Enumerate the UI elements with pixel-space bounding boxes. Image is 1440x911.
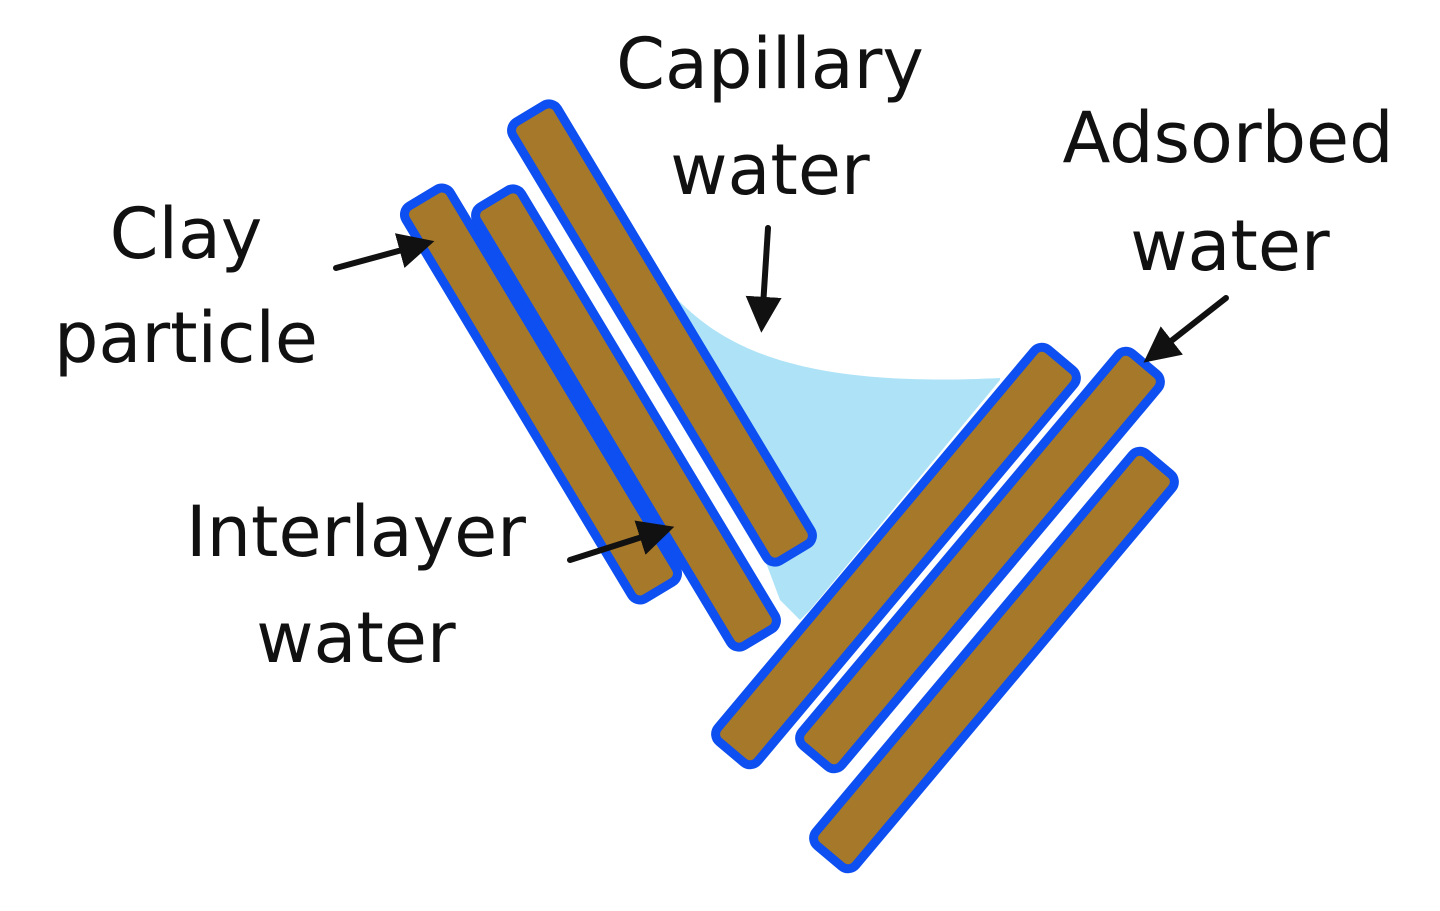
clay-particle [507, 99, 817, 567]
clay-particle [399, 183, 683, 605]
clay-arrow [333, 233, 435, 271]
capillary-label-line2: water [670, 129, 870, 211]
adsorbed-arrow [1143, 295, 1229, 363]
right-clay-cluster [711, 342, 1179, 874]
capillary-label-line1: Capillary [616, 23, 924, 105]
clay-particle [471, 184, 781, 652]
clay-particle [795, 346, 1165, 774]
capillary-arrow [745, 225, 782, 333]
clay-label-line2: particle [54, 297, 318, 379]
clay-particle [711, 342, 1081, 770]
left-clay-cluster [399, 99, 817, 652]
interlayer-label-line2: water [256, 597, 456, 679]
clay-label-line1: Clay [110, 193, 263, 275]
adsorbed-label-line1: Adsorbed [1062, 97, 1393, 179]
interlayer-label-line1: Interlayer [186, 491, 526, 573]
interlayer-arrow [567, 520, 675, 563]
capillary-water-region [650, 268, 1000, 620]
adsorbed-label-line2: water [1130, 205, 1330, 287]
clay-particle [809, 446, 1179, 874]
